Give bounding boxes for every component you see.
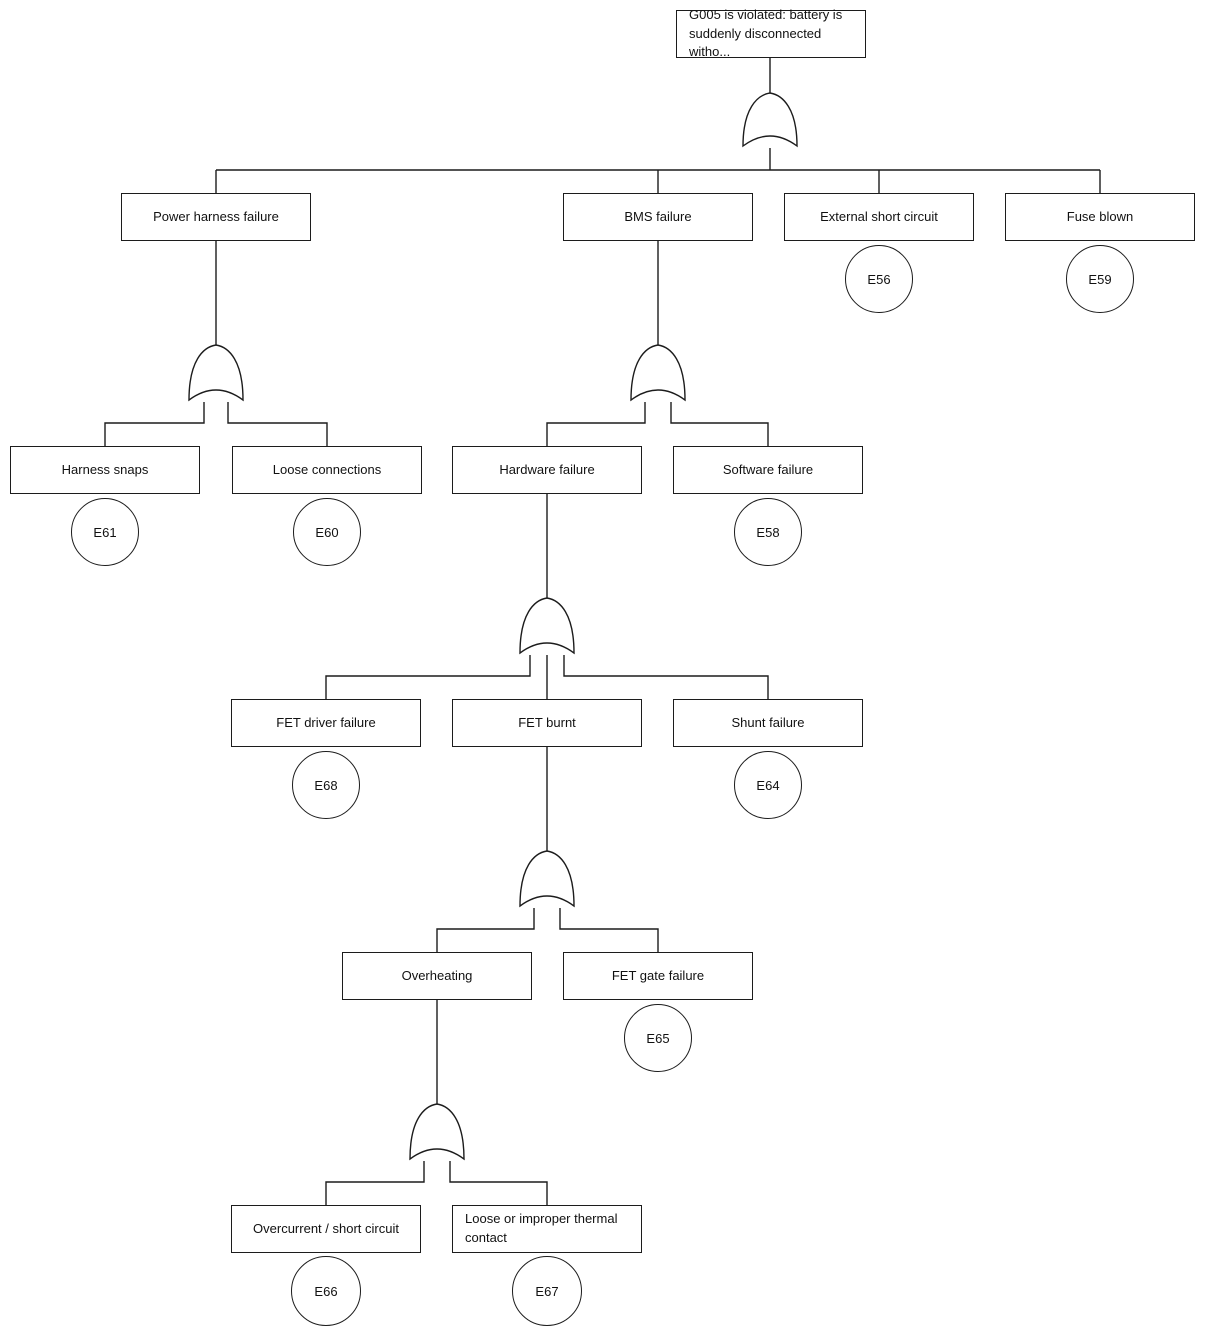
node-loose-improper-thermal-contact: Loose or improper thermal contact (452, 1205, 642, 1253)
event-label: E65 (646, 1030, 670, 1046)
node-external-short-circuit: External short circuit (784, 193, 974, 241)
connectors (104, 58, 1101, 1205)
event-label: E66 (314, 1283, 338, 1299)
basic-event-e58: E58 (734, 498, 802, 566)
event-label: E60 (315, 524, 339, 540)
node-fet-burnt: FET burnt (452, 699, 642, 747)
node-label: Power harness failure (153, 208, 279, 224)
node-label: Loose connections (272, 461, 382, 477)
node-label: Shunt failure (731, 714, 805, 730)
node-shunt-failure: Shunt failure (673, 699, 863, 747)
basic-event-e59: E59 (1066, 245, 1134, 313)
node-label: Loose or improper thermal contact (465, 1211, 618, 1245)
node-overcurrent-short-circuit: Overcurrent / short circuit (231, 1205, 421, 1253)
basic-event-e61: E61 (71, 498, 139, 566)
basic-event-e68: E68 (292, 751, 360, 819)
node-label: BMS failure (624, 208, 692, 224)
or-gate-hardware (519, 597, 575, 655)
node-overheating: Overheating (342, 952, 532, 1000)
event-label: E59 (1088, 271, 1112, 287)
node-loose-connections: Loose connections (232, 446, 422, 494)
basic-event-e56: E56 (845, 245, 913, 313)
or-gate-fet-burnt (519, 850, 575, 908)
or-gate-top-event (742, 92, 798, 148)
node-label: FET driver failure (276, 714, 376, 730)
node-label: External short circuit (820, 208, 938, 224)
node-label: FET burnt (518, 714, 576, 730)
node-fet-driver-failure: FET driver failure (231, 699, 421, 747)
node-fet-gate-failure: FET gate failure (563, 952, 753, 1000)
node-label: FET gate failure (611, 967, 705, 983)
or-gate-power-harness (188, 344, 244, 402)
node-bms-failure: BMS failure (563, 193, 753, 241)
event-label: E64 (756, 777, 780, 793)
event-label: E61 (93, 524, 117, 540)
event-label: E58 (756, 524, 780, 540)
node-hardware-failure: Hardware failure (452, 446, 642, 494)
basic-event-e66: E66 (291, 1256, 361, 1326)
node-top-event: G005 is violated: battery is suddenly di… (676, 7, 866, 59)
or-gate-overheating (409, 1103, 465, 1161)
basic-event-e65: E65 (624, 1004, 692, 1072)
basic-event-e60: E60 (293, 498, 361, 566)
node-label: Fuse blown (1066, 208, 1134, 224)
basic-event-e64: E64 (734, 751, 802, 819)
basic-event-e67: E67 (512, 1256, 582, 1326)
node-label: Overheating (401, 967, 473, 983)
node-power-harness-failure: Power harness failure (121, 193, 311, 241)
node-label: Software failure (722, 461, 814, 477)
node-label: Overcurrent / short circuit (253, 1220, 399, 1236)
node-fuse-blown: Fuse blown (1005, 193, 1195, 241)
node-label: Harness snaps (61, 461, 149, 477)
node-software-failure: Software failure (673, 446, 863, 494)
or-gate-bms (630, 344, 686, 402)
event-label: E68 (314, 777, 338, 793)
node-label: Hardware failure (499, 461, 595, 477)
node-harness-snaps: Harness snaps (10, 446, 200, 494)
event-label: E56 (867, 271, 891, 287)
node-label: G005 is violated: battery is suddenly di… (689, 6, 843, 60)
event-label: E67 (535, 1283, 559, 1299)
